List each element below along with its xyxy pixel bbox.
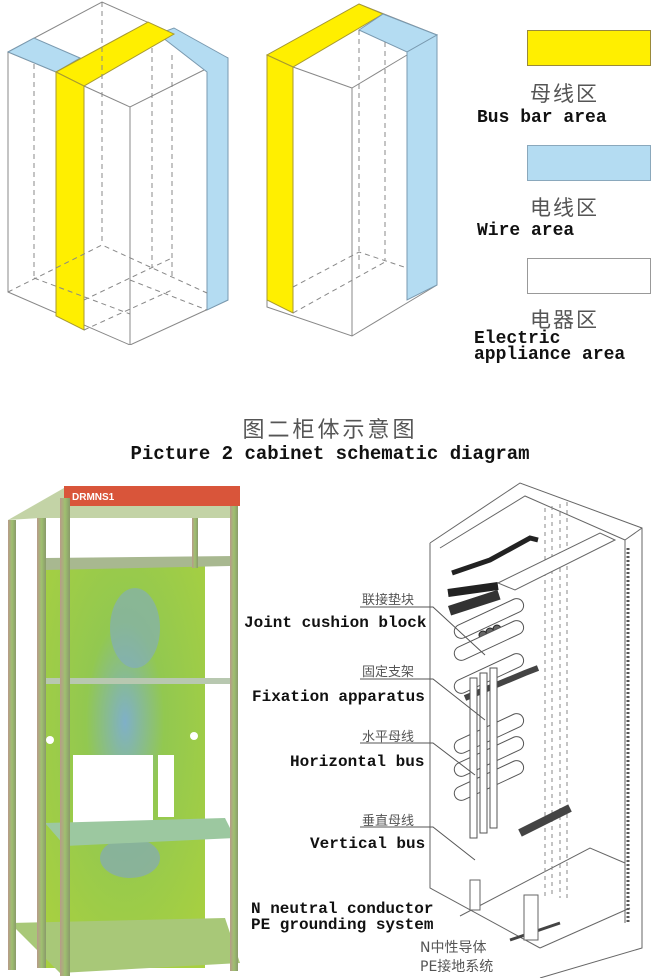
callout-en-fixation-apparatus: Fixation apparatus	[252, 688, 425, 706]
callout-cn-horizontal-bus: 水平母线	[362, 730, 415, 745]
grounding-cn-line1: N中性导体	[420, 940, 487, 956]
grounding-en-line1: N neutral conductor	[251, 900, 434, 918]
callout-en-joint-cushion-block: Joint cushion block	[244, 614, 427, 632]
callout-cn-fixation-apparatus: 固定支架	[362, 665, 415, 680]
legend-label-cn-bus-bar: 母线区	[530, 82, 599, 106]
legend-label-cn-appliance: 电器区	[530, 308, 599, 332]
nameplate: DRMNS1	[72, 492, 115, 503]
caption-en: Picture 2 cabinet schematic diagram	[130, 443, 530, 465]
legend-label-en-bus-bar: Bus bar area	[477, 108, 607, 128]
legend-swatch-wire	[527, 145, 651, 181]
callout-cn-joint-cushion-block: 联接垫块	[362, 593, 415, 608]
cabinet-schematic-right	[265, 3, 439, 337]
caption-cn: 图二柜体示意图	[242, 418, 418, 443]
legend-label-cn-wire: 电线区	[530, 196, 599, 220]
callout-cn-vertical-bus: 垂直母线	[362, 814, 415, 829]
legend-swatch-appliance	[527, 258, 651, 294]
cabinet-photo: DRMNS1	[8, 486, 240, 976]
cabinet-schematic-left	[6, 1, 229, 345]
bus-system-drawing	[429, 482, 643, 978]
legend-label-en-appliance-2: appliance area	[474, 345, 626, 365]
legend-label-en-appliance-1: Electric	[474, 329, 561, 349]
callout-leader-lines	[360, 606, 486, 861]
callout-en-horizontal-bus: Horizontal bus	[290, 753, 425, 771]
legend-swatch-bus-bar	[527, 30, 651, 66]
legend-label-en-wire: Wire area	[477, 221, 575, 241]
grounding-cn-line2: PE接地系统	[420, 959, 494, 975]
callout-en-vertical-bus: Vertical bus	[310, 835, 426, 853]
grounding-en-line2: PE grounding system	[251, 916, 434, 934]
